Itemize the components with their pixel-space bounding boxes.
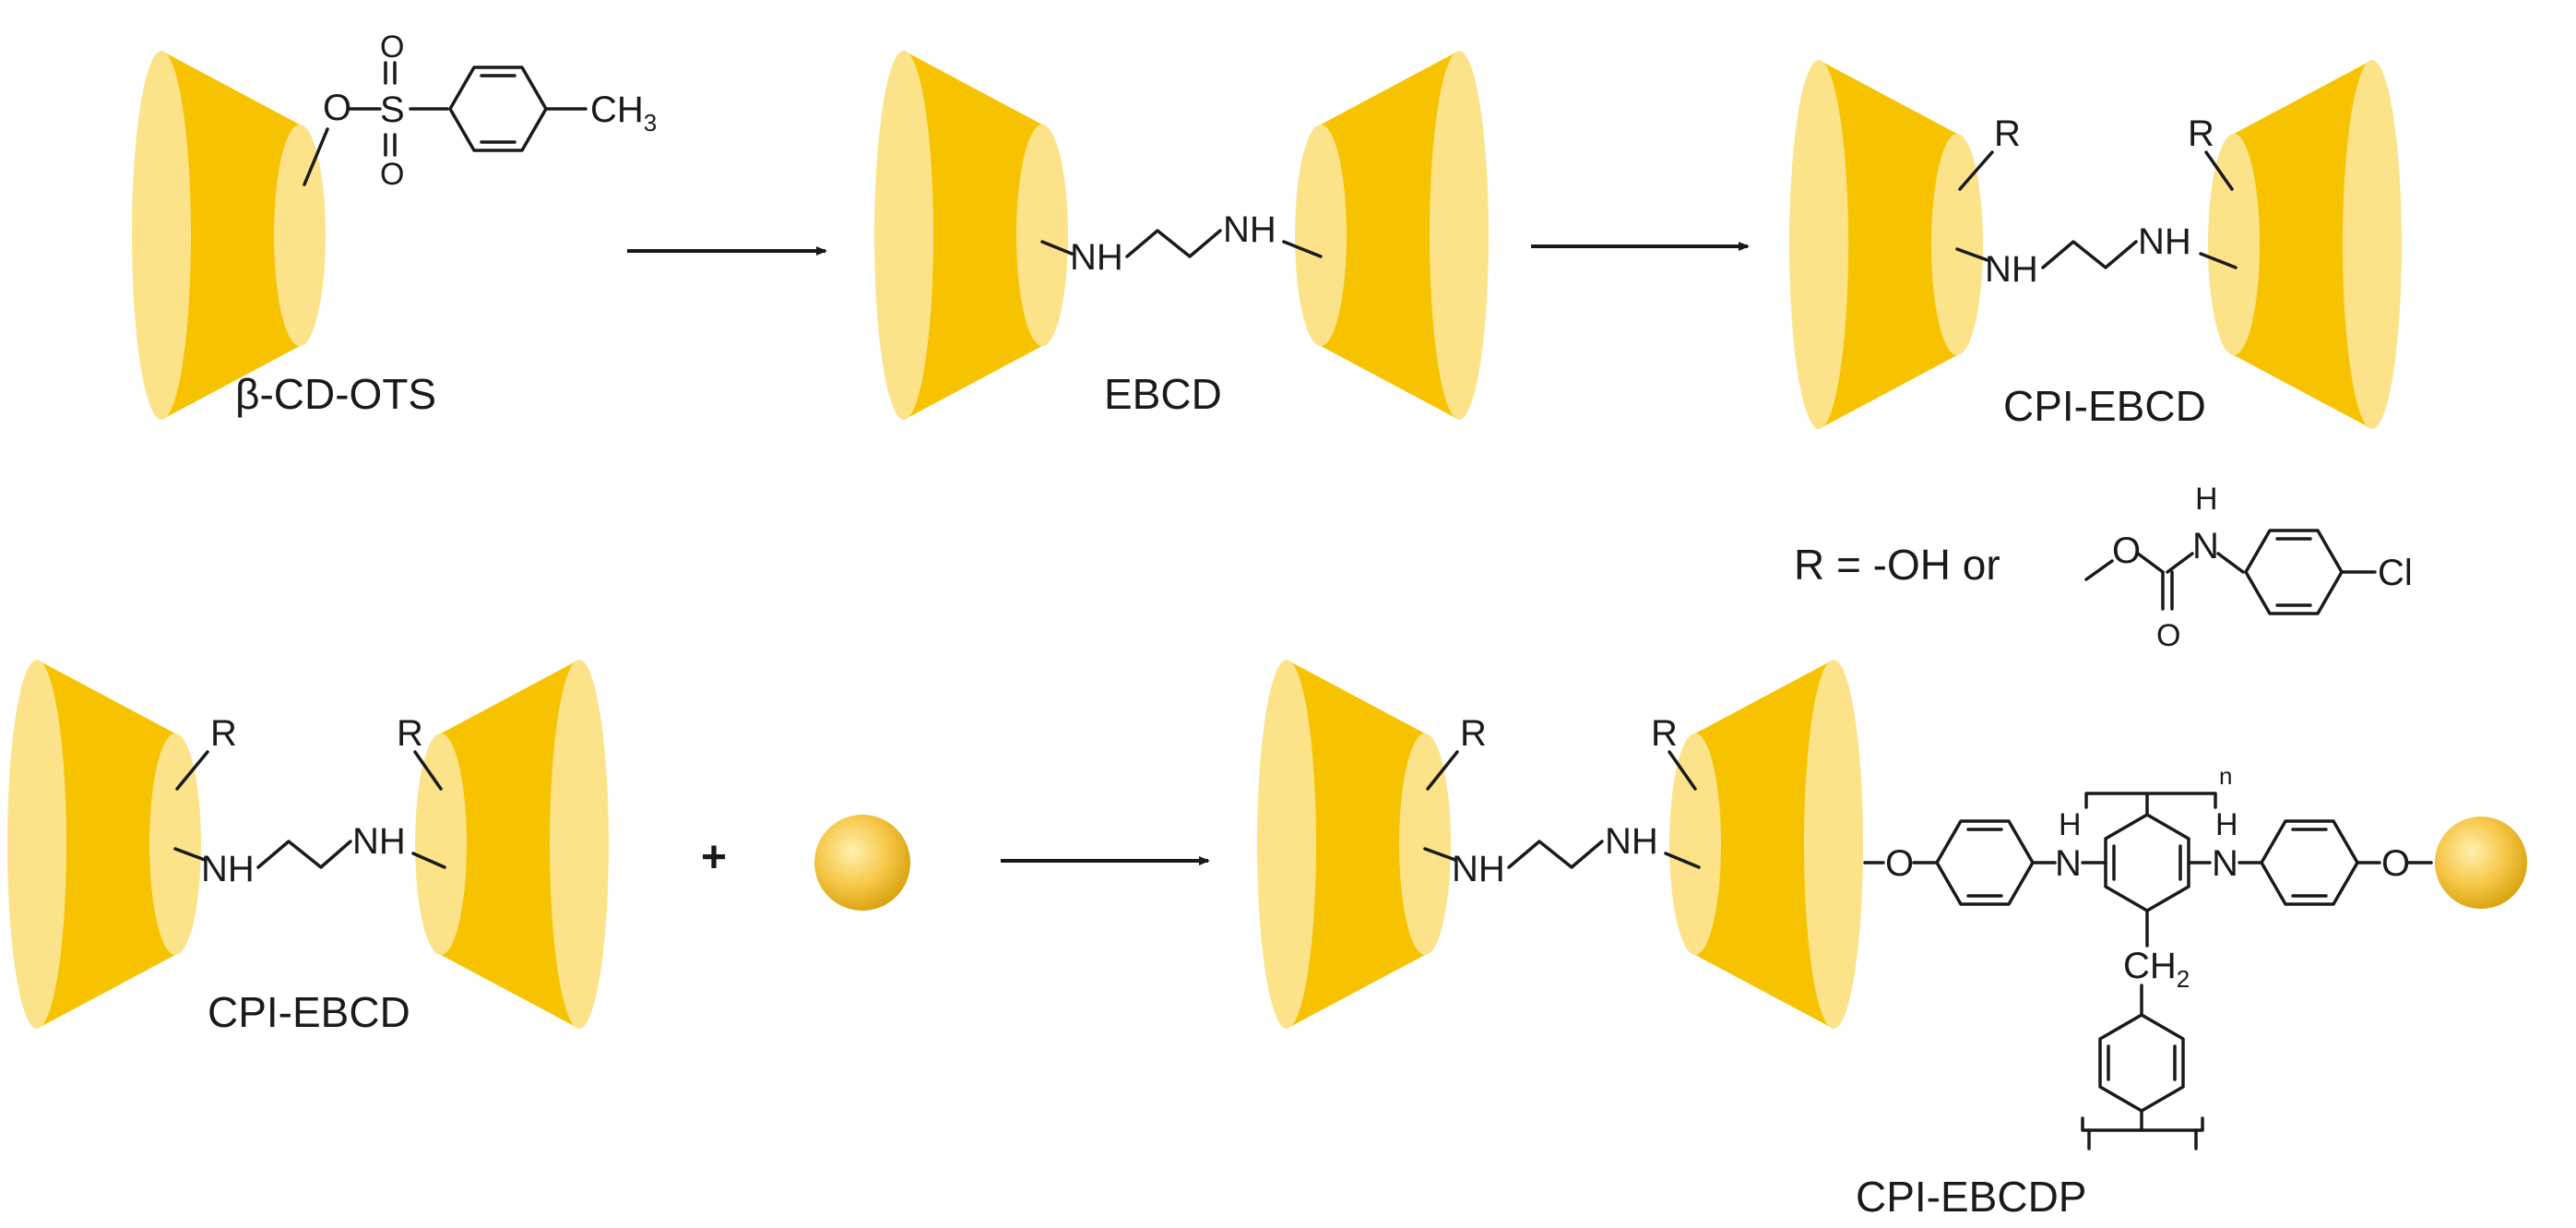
repeat-n: n	[2219, 762, 2232, 790]
cpi-ebcd-structure-bottom: R NH NH R CPI-EBCD	[7, 660, 609, 1036]
atom-h: H	[2195, 482, 2218, 517]
atom-nh: NH	[1223, 209, 1276, 250]
benzyl-ring	[2098, 1013, 2185, 1113]
ebcd-structure: NH NH EBCD	[874, 51, 1489, 420]
atom-r: R	[397, 713, 423, 754]
atom-o: O	[2156, 618, 2180, 653]
repeat-bracket	[2081, 1116, 2204, 1132]
cyclodextrin-cone	[874, 51, 1068, 420]
atom-nh: NH	[352, 821, 406, 862]
repeat-bracket	[2084, 792, 2217, 809]
beta-cd-ots-structure: O S O O CH3 β-CD-OTS	[132, 30, 657, 420]
atom-r: R	[1651, 713, 1678, 754]
polymer-sphere	[814, 815, 910, 911]
r-definition-text: R = -OH or	[1794, 541, 2000, 589]
tolyl-ring	[448, 66, 548, 152]
cpi-ebcd-structure: R NH NH R CPI-EBCD	[1789, 60, 2402, 430]
atom-o: O	[1885, 843, 1914, 884]
cyclodextrin-cone	[1669, 660, 1863, 1029]
cyclodextrin-cone	[132, 51, 326, 420]
atom-nh: NH	[2138, 221, 2191, 262]
atom-n: N	[2192, 526, 2219, 566]
atom-o: O	[323, 88, 351, 128]
atom-ch3: CH3	[590, 89, 657, 137]
compound-label-cpi-ebcd: CPI-EBCD	[2003, 382, 2206, 430]
phenylene-ring	[1935, 819, 2035, 906]
atom-ch2: CH2	[2123, 946, 2190, 993]
atom-nh: NH	[1985, 249, 2038, 290]
cyclodextrin-cone	[1257, 660, 1451, 1029]
r-group-definition: R = -OH or O O N H Cl	[1794, 482, 2413, 653]
atom-nh: NH	[1070, 237, 1123, 278]
atom-n: N	[2212, 843, 2238, 884]
phenylene-ring	[2260, 819, 2359, 906]
atom-h: H	[2215, 807, 2238, 842]
cyclodextrin-cone	[2208, 60, 2402, 429]
cpi-ebcdp-structure: R NH NH R O N H N H O n CH2	[1257, 660, 2527, 1221]
atom-r: R	[1994, 113, 2021, 154]
plus-sign: +	[701, 833, 727, 882]
cyclodextrin-cone	[415, 660, 609, 1029]
atom-o: O	[2381, 843, 2410, 884]
atom-r: R	[210, 713, 237, 754]
atom-h: H	[2059, 807, 2082, 842]
compound-label-cpi-ebcdp: CPI-EBCDP	[1856, 1173, 2086, 1221]
compound-label-cpi-ebcd-bottom: CPI-EBCD	[208, 988, 410, 1036]
aniline-ring	[2104, 813, 2190, 912]
cyclodextrin-cone	[1789, 60, 1983, 429]
atom-o: O	[380, 30, 404, 65]
cyclodextrin-cone	[1295, 51, 1489, 420]
atom-nh: NH	[1452, 849, 1505, 889]
atom-o: O	[380, 157, 404, 192]
polymer-sphere	[2435, 817, 2527, 909]
atom-nh: NH	[1605, 821, 1658, 862]
atom-cl: Cl	[2378, 553, 2413, 593]
compound-label-ebcd: EBCD	[1104, 370, 1222, 418]
atom-nh: NH	[201, 849, 255, 889]
atom-n: N	[2055, 843, 2082, 884]
compound-label-b-cd-ots: β-CD-OTS	[235, 370, 436, 418]
atom-s: S	[380, 89, 405, 130]
chlorophenyl-ring	[2244, 529, 2344, 615]
cyclodextrin-cone	[7, 660, 201, 1029]
atom-r: R	[1460, 713, 1487, 754]
atom-o: O	[2112, 531, 2141, 571]
atom-r: R	[2188, 113, 2214, 154]
